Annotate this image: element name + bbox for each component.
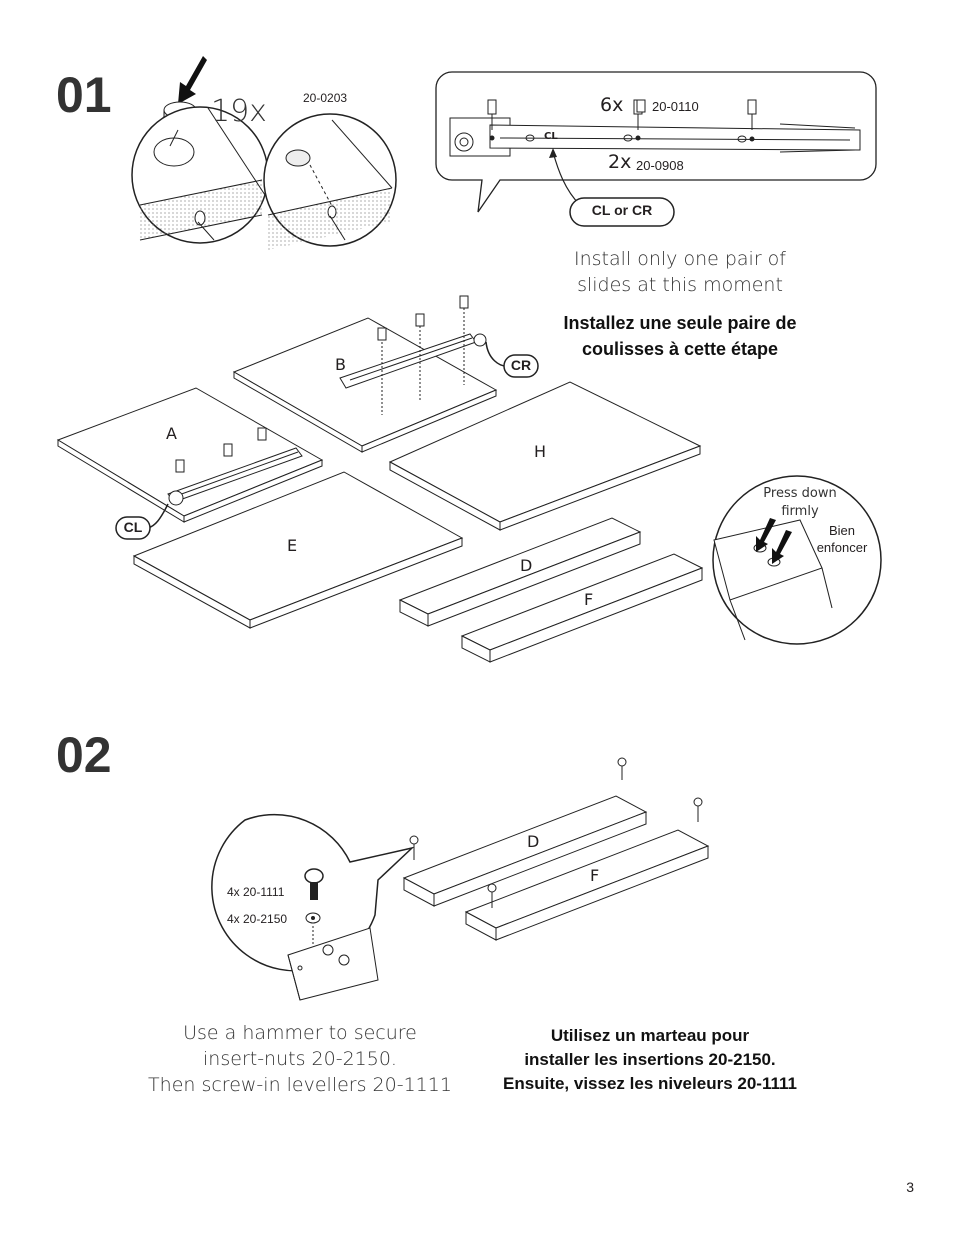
note-fr-step2-line3: Ensuite, vissez les niveleurs 20-1111 xyxy=(503,1074,797,1093)
panel-e-drawing xyxy=(132,471,464,629)
panel-h-label: H xyxy=(534,442,547,461)
step-2-number: 02 xyxy=(56,727,112,783)
note-fr-step1: Installez une seule paire de coulisses à… xyxy=(520,310,840,362)
insert-nut-icon xyxy=(305,912,321,944)
panel-d-step2-drawing xyxy=(402,757,648,907)
slide-choice-tag: CL or CR xyxy=(591,202,653,218)
slides-quantity: 2x xyxy=(608,151,632,173)
cam-quantity: 19x xyxy=(211,94,267,129)
panel-h-drawing xyxy=(388,381,702,531)
note-en-line2: slides at this moment xyxy=(577,274,783,296)
note-en-step1: Install only one pair of slides at this … xyxy=(520,246,840,298)
panel-a-label: A xyxy=(166,424,177,443)
cr-tag: CR xyxy=(510,357,532,373)
note-fr-line1: Installez une seule paire de xyxy=(563,313,797,333)
note-en-step2-line2: insert-nuts 20-2150. xyxy=(203,1048,397,1070)
press-down-detail-circle xyxy=(712,475,882,645)
panel-f-step2-drawing xyxy=(464,797,710,941)
insert-nut-spec: 4x 20-2150 xyxy=(227,912,288,926)
page-number: 3 xyxy=(906,1179,914,1195)
step-2-illustration xyxy=(211,757,710,1001)
screws-part-number: 20-0110 xyxy=(652,99,699,114)
panel-a-drawing xyxy=(56,387,324,529)
panel-f-drawing xyxy=(460,553,704,663)
leveller-icon xyxy=(304,868,324,900)
cam-part-number: 20-0203 xyxy=(303,91,348,105)
screws-quantity: 6x xyxy=(600,94,624,116)
press-fr-line1: Bien xyxy=(828,523,856,538)
slides-part-number: 20-0908 xyxy=(636,158,684,173)
panel-b-drawing xyxy=(232,295,507,453)
press-en-line2: firmly xyxy=(781,504,819,519)
panel-d-label: D xyxy=(520,556,533,575)
note-fr-step2-line2: installer les insertions 20-2150. xyxy=(524,1050,776,1069)
cam-hole-detail-circle xyxy=(263,113,397,250)
cl-tag: CL xyxy=(123,519,143,535)
note-fr-step2-line1: Utilisez un marteau pour xyxy=(550,1026,750,1045)
panel-e-label: E xyxy=(287,536,298,555)
leveller-detail-bubble xyxy=(211,813,415,1001)
panel-d-drawing xyxy=(398,517,642,627)
press-fr-line2: enfoncer xyxy=(816,540,868,555)
note-en-step2-line3: Then screw-in levellers 20-1111 xyxy=(148,1074,452,1096)
step-1-number: 01 xyxy=(56,67,112,123)
press-down-en: Press down firmly xyxy=(748,485,852,521)
panel-f-step2-label: F xyxy=(590,866,600,885)
step-1-illustration xyxy=(56,56,882,663)
panel-f-label: F xyxy=(584,590,594,609)
press-down-fr: Bien enfoncer xyxy=(806,522,878,556)
panel-b-label: B xyxy=(335,355,346,374)
note-en-line1: Install only one pair of xyxy=(573,248,786,270)
note-en-step2-line1: Use a hammer to secure xyxy=(183,1022,417,1044)
note-fr-step2: Utilisez un marteau pour installer les i… xyxy=(480,1024,820,1096)
note-fr-line2: coulisses à cette étape xyxy=(581,339,779,359)
cam-detail-circle xyxy=(131,106,269,244)
note-en-step2: Use a hammer to secure insert-nuts 20-21… xyxy=(130,1020,470,1098)
leveller-spec: 4x 20-1111 xyxy=(227,885,285,899)
press-en-line1: Press down xyxy=(763,486,837,501)
slide-cl-label: CL xyxy=(544,131,558,142)
slide-callout-bubble xyxy=(435,71,877,213)
panel-d-step2-label: D xyxy=(527,832,540,851)
